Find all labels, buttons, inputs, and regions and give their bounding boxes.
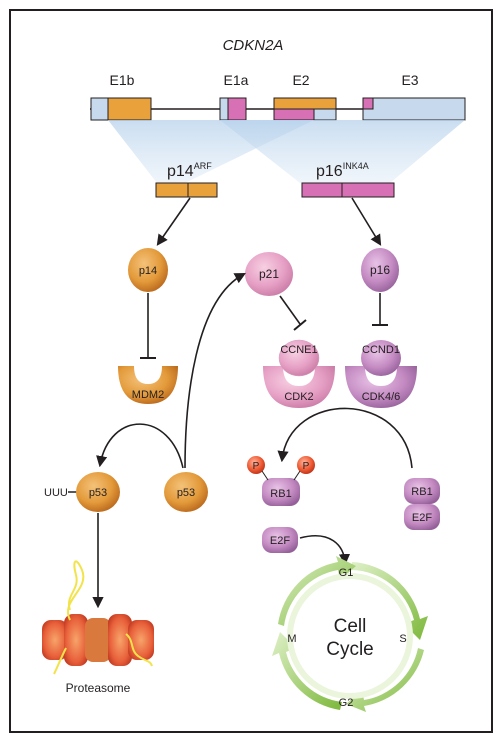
phosphate-2 <box>297 456 315 474</box>
phosphate-2-label: P <box>303 461 310 472</box>
arrow-mdm2-p53 <box>96 423 184 469</box>
gene-title: CDKN2A <box>223 37 284 54</box>
protein-cdk46-label: CDK4/6 <box>362 391 401 403</box>
protein-p53-ubiquitinated <box>76 472 120 512</box>
phosphate-2-link <box>293 470 301 481</box>
cell-cycle-title-line1: Cell <box>334 616 367 637</box>
protein-p53-label: p53 <box>177 487 195 499</box>
phosphate-1-label: P <box>253 461 260 472</box>
exon-e2 <box>273 97 337 121</box>
protein-e2f-bound <box>404 504 440 530</box>
arrow-p53-to-p21 <box>184 272 246 469</box>
exon-e1b <box>90 97 152 121</box>
protein-mdm2 <box>118 366 178 404</box>
protein-cdk2-label: CDK2 <box>284 391 313 403</box>
protein-cdk46 <box>345 366 417 408</box>
protein-p14-label: p14 <box>139 265 157 277</box>
exon-e1a <box>219 97 247 121</box>
protein-p53 <box>164 472 208 512</box>
protein-rb1-phosphorylated-label: RB1 <box>270 488 291 500</box>
ubiquitin-label: UUU <box>44 487 68 499</box>
protein-ccnd1 <box>361 340 401 376</box>
exon-e3 <box>362 97 466 121</box>
protein-rb1 <box>404 478 440 504</box>
arrow-arf-to-p14 <box>156 197 191 246</box>
cell-cycle-title-line2: Cycle <box>326 639 374 660</box>
protein-p21 <box>245 252 293 296</box>
protein-ccne1-label: CCNE1 <box>280 344 317 356</box>
protein-e2f-bound-label: E2F <box>412 512 432 524</box>
phase-g1: G1 <box>339 567 354 579</box>
exon-label-e2: E2 <box>292 72 309 88</box>
transcript-label-arf: p14ARF <box>167 161 212 180</box>
protein-p16 <box>361 248 399 292</box>
inhibit-p21-ccne1 <box>279 295 301 325</box>
ink4a-splice-fan <box>220 120 465 183</box>
protein-cdk2 <box>263 366 335 408</box>
protein-ccne1 <box>278 339 320 377</box>
inhibit-p21-ccne1-bar <box>293 319 307 331</box>
arrow-e2f-to-cell-cycle <box>299 535 351 566</box>
phosphate-1-link <box>261 470 269 481</box>
arrow-ink4a-to-p16 <box>351 197 382 246</box>
phosphate-1 <box>247 456 265 474</box>
exon-label-e1a: E1a <box>224 72 249 88</box>
protein-rb1-phosphorylated <box>262 478 300 506</box>
proteasome-icon <box>42 560 154 675</box>
protein-e2f-label: E2F <box>270 535 290 547</box>
protein-ccnd1-label: CCND1 <box>362 344 400 356</box>
transcript-ink4a <box>301 182 395 198</box>
phase-s: S <box>399 633 406 645</box>
cell-cycle-ring <box>272 556 428 712</box>
phase-m: M <box>287 633 296 645</box>
protein-p16-label: p16 <box>370 263 390 277</box>
protein-rb1-label: RB1 <box>411 486 432 498</box>
exon-label-e3: E3 <box>401 72 418 88</box>
transcript-arf <box>155 182 218 198</box>
exon-label-e1b: E1b <box>110 72 135 88</box>
phase-g2: G2 <box>339 697 354 709</box>
protein-p14 <box>128 248 168 292</box>
transcript-label-ink4a: p16INK4A <box>316 161 369 180</box>
protein-mdm2-label: MDM2 <box>132 389 164 401</box>
protein-p21-label: p21 <box>259 267 279 281</box>
protein-e2f <box>262 527 298 553</box>
proteasome-label: Proteasome <box>66 681 131 695</box>
protein-p53-ubiquitinated-label: p53 <box>89 487 107 499</box>
arrow-cdk-to-rb1 <box>277 407 413 469</box>
